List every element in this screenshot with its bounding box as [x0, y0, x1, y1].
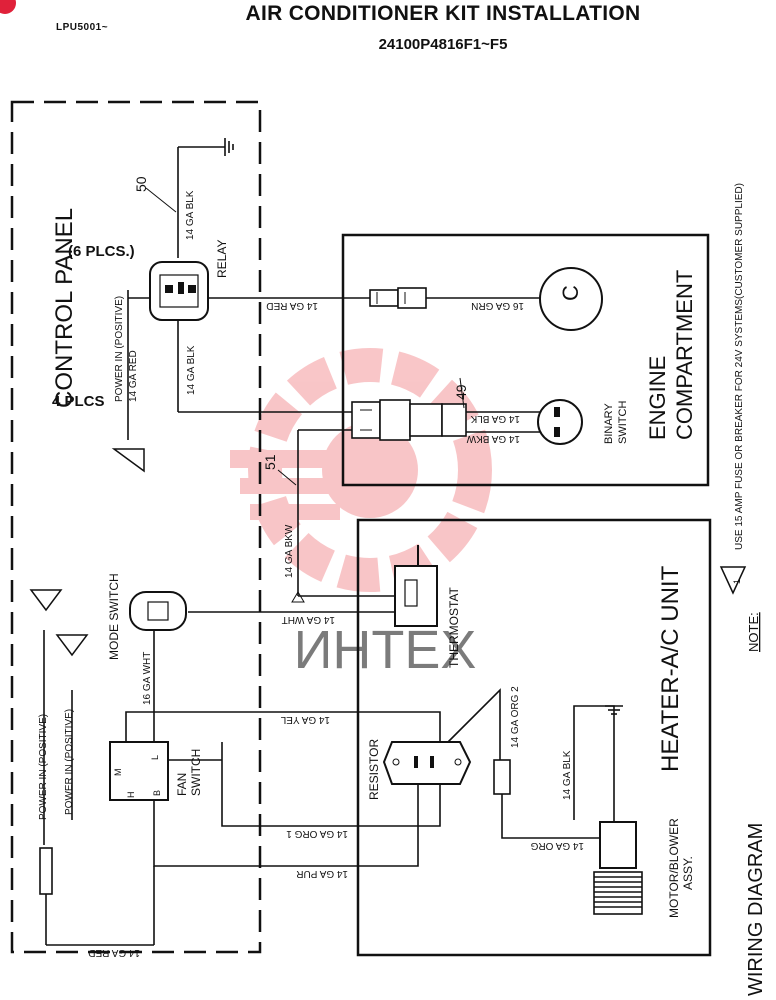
relay [149, 261, 209, 321]
fan-switch-label-1: FAN [175, 773, 189, 796]
engine-compartment-box [341, 233, 710, 487]
thermostat [394, 545, 438, 627]
control-panel-box [10, 100, 262, 954]
ground-symbol-motor [605, 705, 623, 715]
corner-badge [0, 0, 16, 14]
watermark [230, 348, 492, 592]
mode-switch-label: MODE SWITCH [107, 573, 121, 660]
binary-switch-connector [351, 399, 467, 441]
model-number: 24100P4816F1~F5 [378, 36, 508, 53]
wire-label-blk-top: 14 GA BLK [185, 190, 196, 240]
wire-label-wht-mode: 16 GA WHT [142, 652, 153, 705]
engine-compartment-label-2: COMPARTMENT [672, 270, 697, 440]
callout-51: 51 [262, 454, 278, 470]
note-label: NOTE: [746, 612, 761, 652]
note-triangle-relay [111, 448, 145, 473]
note-marker: 1 [732, 579, 742, 584]
wire-label-wht-thermo: 14 GA WHT [282, 614, 335, 625]
relay-label: RELAY [215, 240, 229, 278]
motor-connector [493, 759, 511, 795]
diagram-caption: WIRING DIAGRAM [745, 823, 767, 996]
compressor-connector [369, 287, 427, 309]
wire-label-bkw-binary: 14 GA BKW [466, 433, 520, 444]
note-text: USE 15 AMP FUSE OR BREAKER FOR 24V SYSTE… [734, 183, 745, 550]
wire-label-red-relay: 14 GA RED [266, 300, 318, 311]
note-triangle [719, 566, 747, 595]
note-triangle-left-2 [55, 634, 89, 657]
wire-label-grn: 16 GA GRN [471, 300, 524, 311]
binary-switch-label-2: SWITCH [617, 401, 629, 444]
motor-blower-label-1: MOTOR/BLOWER [667, 818, 681, 918]
wire-label-blk-motor: 14 GA BLK [562, 750, 573, 800]
compressor-clutch [539, 267, 603, 331]
wire-label-org: 14 GA ORG [530, 840, 584, 851]
wire-label-org2: 14 GA ORG 2 [510, 686, 521, 748]
wire-label-pur: 14 GA PUR [296, 868, 348, 879]
thermostat-arrow [291, 591, 305, 603]
callout-6-plcs: (6 PLCS.) [68, 243, 135, 260]
fan-pin-h: H [126, 792, 136, 799]
resistor-label: RESISTOR [367, 739, 381, 800]
callout-49: 49 [453, 384, 469, 400]
power-in-positive-left-1: POWER IN (POSITIVE) [38, 714, 49, 820]
fan-switch-label-2: SWITCH [189, 749, 203, 796]
ground-symbol-top [178, 138, 234, 156]
mode-switch [129, 591, 187, 631]
power-in-positive-relay: POWER IN (POSITIVE) [114, 296, 125, 402]
watermark-text: ИНТЕХ [294, 620, 477, 680]
control-panel-label: CONTROL PANEL [51, 208, 78, 408]
compressor-label: C [558, 285, 583, 301]
heater-ac-unit-box [356, 518, 712, 957]
callout-50: 50 [133, 176, 149, 192]
fan-pin-b: B [152, 790, 162, 796]
fan-pin-m: M [113, 769, 123, 777]
resistor [382, 741, 472, 785]
wire-label-org1: 14 GA ORG 1 [286, 828, 348, 839]
wire-label-blk-binary: 14 GA BLK [470, 413, 520, 424]
document-code: LPU5001~ [56, 22, 109, 33]
callout-4-plcs: 4 PLCS [52, 393, 105, 410]
wire-label-yel: 14 GA YEL [280, 714, 330, 725]
wire-label-red-power: 14 GA RED [128, 350, 139, 402]
fan-switch [109, 741, 169, 801]
fan-pin-l: L [150, 755, 160, 760]
motor-blower [593, 821, 643, 915]
fuse [39, 847, 53, 895]
wire-label-blk-relay: 14 GA BLK [186, 345, 197, 395]
binary-switch-label-1: BINARY [603, 403, 615, 444]
binary-switch [537, 399, 583, 445]
heater-ac-unit-label: HEATER-A/C UNIT [657, 565, 684, 772]
wire-label-bkw-51: 14 GA BKW [284, 524, 295, 578]
power-in-positive-left-2: POWER IN (POSITIVE) [64, 709, 75, 815]
wire-label-red-bottom: 14 GA RED [88, 947, 140, 958]
page-title: AIR CONDITIONER KIT INSTALLATION [245, 2, 641, 25]
motor-blower-label-2: ASSY. [681, 856, 695, 890]
thermostat-label: THERMOSTAT [447, 586, 461, 668]
note-triangle-left-1 [29, 589, 63, 612]
engine-compartment-label-1: ENGINE [645, 356, 670, 440]
